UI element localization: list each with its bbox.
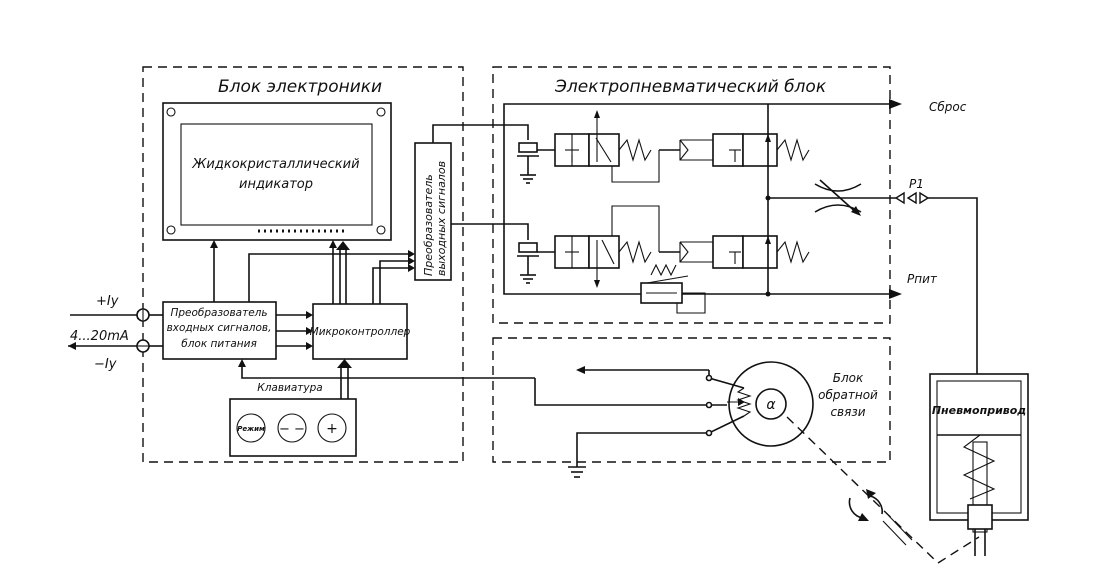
piezo-element-bottom: [517, 242, 539, 284]
minus-key[interactable]: − −: [277, 413, 307, 443]
electropneumatic-block-title: Электропневматический блок: [554, 77, 827, 97]
electronics-block-frame: [142, 66, 464, 463]
mechanical-linkage: [786, 416, 980, 564]
exhaust-label: Сброс: [929, 100, 967, 114]
pneumatic-lines: [503, 99, 978, 375]
control-signal-wiring: [432, 124, 529, 240]
feedback-sensor: α: [727, 361, 814, 447]
input-signal-converter: Преобразователь входных сигналов, блок п…: [162, 301, 277, 360]
piezo-element-top: [517, 142, 539, 184]
plus-key-label: +: [326, 421, 338, 437]
input-converter-label-line1: Преобразователь: [170, 307, 267, 319]
p1-label: P1: [909, 177, 924, 191]
feedback-title-line1: Блок: [833, 371, 864, 385]
input-converter-label-line3: блок питания: [181, 338, 257, 350]
pilot-valve-bottom: [537, 235, 652, 288]
input-converter-label-line2: входных сигналов,: [167, 322, 272, 334]
output-converter-label-line1: Преобразователь: [422, 174, 435, 276]
microcontroller: Микроконтроллер: [310, 303, 411, 360]
feedback-title-line3: связи: [830, 405, 865, 419]
feedback-block-frame: [492, 337, 891, 463]
mode-key[interactable]: Режим: [236, 413, 266, 443]
electronics-wiring: [210, 240, 535, 399]
electronics-block-title: Блок электроники: [218, 77, 382, 97]
lcd-label-line1: Жидкокристаллический: [191, 157, 359, 172]
lcd-display: Жидкокристаллический индикатор: [162, 102, 392, 241]
input-terminals: +Iу 4...20mA −Iу: [68, 294, 163, 372]
main-valve-bottom: [679, 235, 810, 269]
feedback-sensor-symbol: α: [766, 397, 776, 413]
actuator-label: Пневмопривод: [932, 404, 1026, 417]
pilot-valve-top: [537, 110, 652, 167]
output-signal-converter: Преобразователь выходных сигналов: [414, 142, 452, 281]
output-converter-label-line2: выходных сигналов: [435, 161, 448, 276]
p-supply-label: Pпит: [907, 272, 938, 286]
main-valve-top: [679, 133, 810, 167]
keyboard: Режим − − +: [229, 398, 357, 457]
feedback-wiring: [534, 366, 745, 478]
microcontroller-label: Микроконтроллер: [310, 326, 411, 338]
minus-key-label: − −: [279, 422, 305, 437]
svg-text:Преобразователь выходных: Преобразователь выходных сигналов: [422, 161, 448, 276]
current-range-label: 4...20mA: [70, 329, 129, 344]
keyboard-label: Клавиатура: [257, 382, 322, 394]
plus-iy-label: +Iу: [96, 294, 119, 309]
pneumatic-actuator: Пневмопривод: [929, 373, 1029, 556]
electropneumatic-block-frame: [492, 66, 891, 324]
plus-key[interactable]: +: [317, 413, 347, 443]
mode-key-label: Режим: [237, 425, 265, 433]
lcd-label-line2: индикатор: [239, 177, 313, 192]
minus-iy-label: −Iу: [94, 357, 117, 372]
feedback-title-line2: обратной: [818, 388, 878, 402]
